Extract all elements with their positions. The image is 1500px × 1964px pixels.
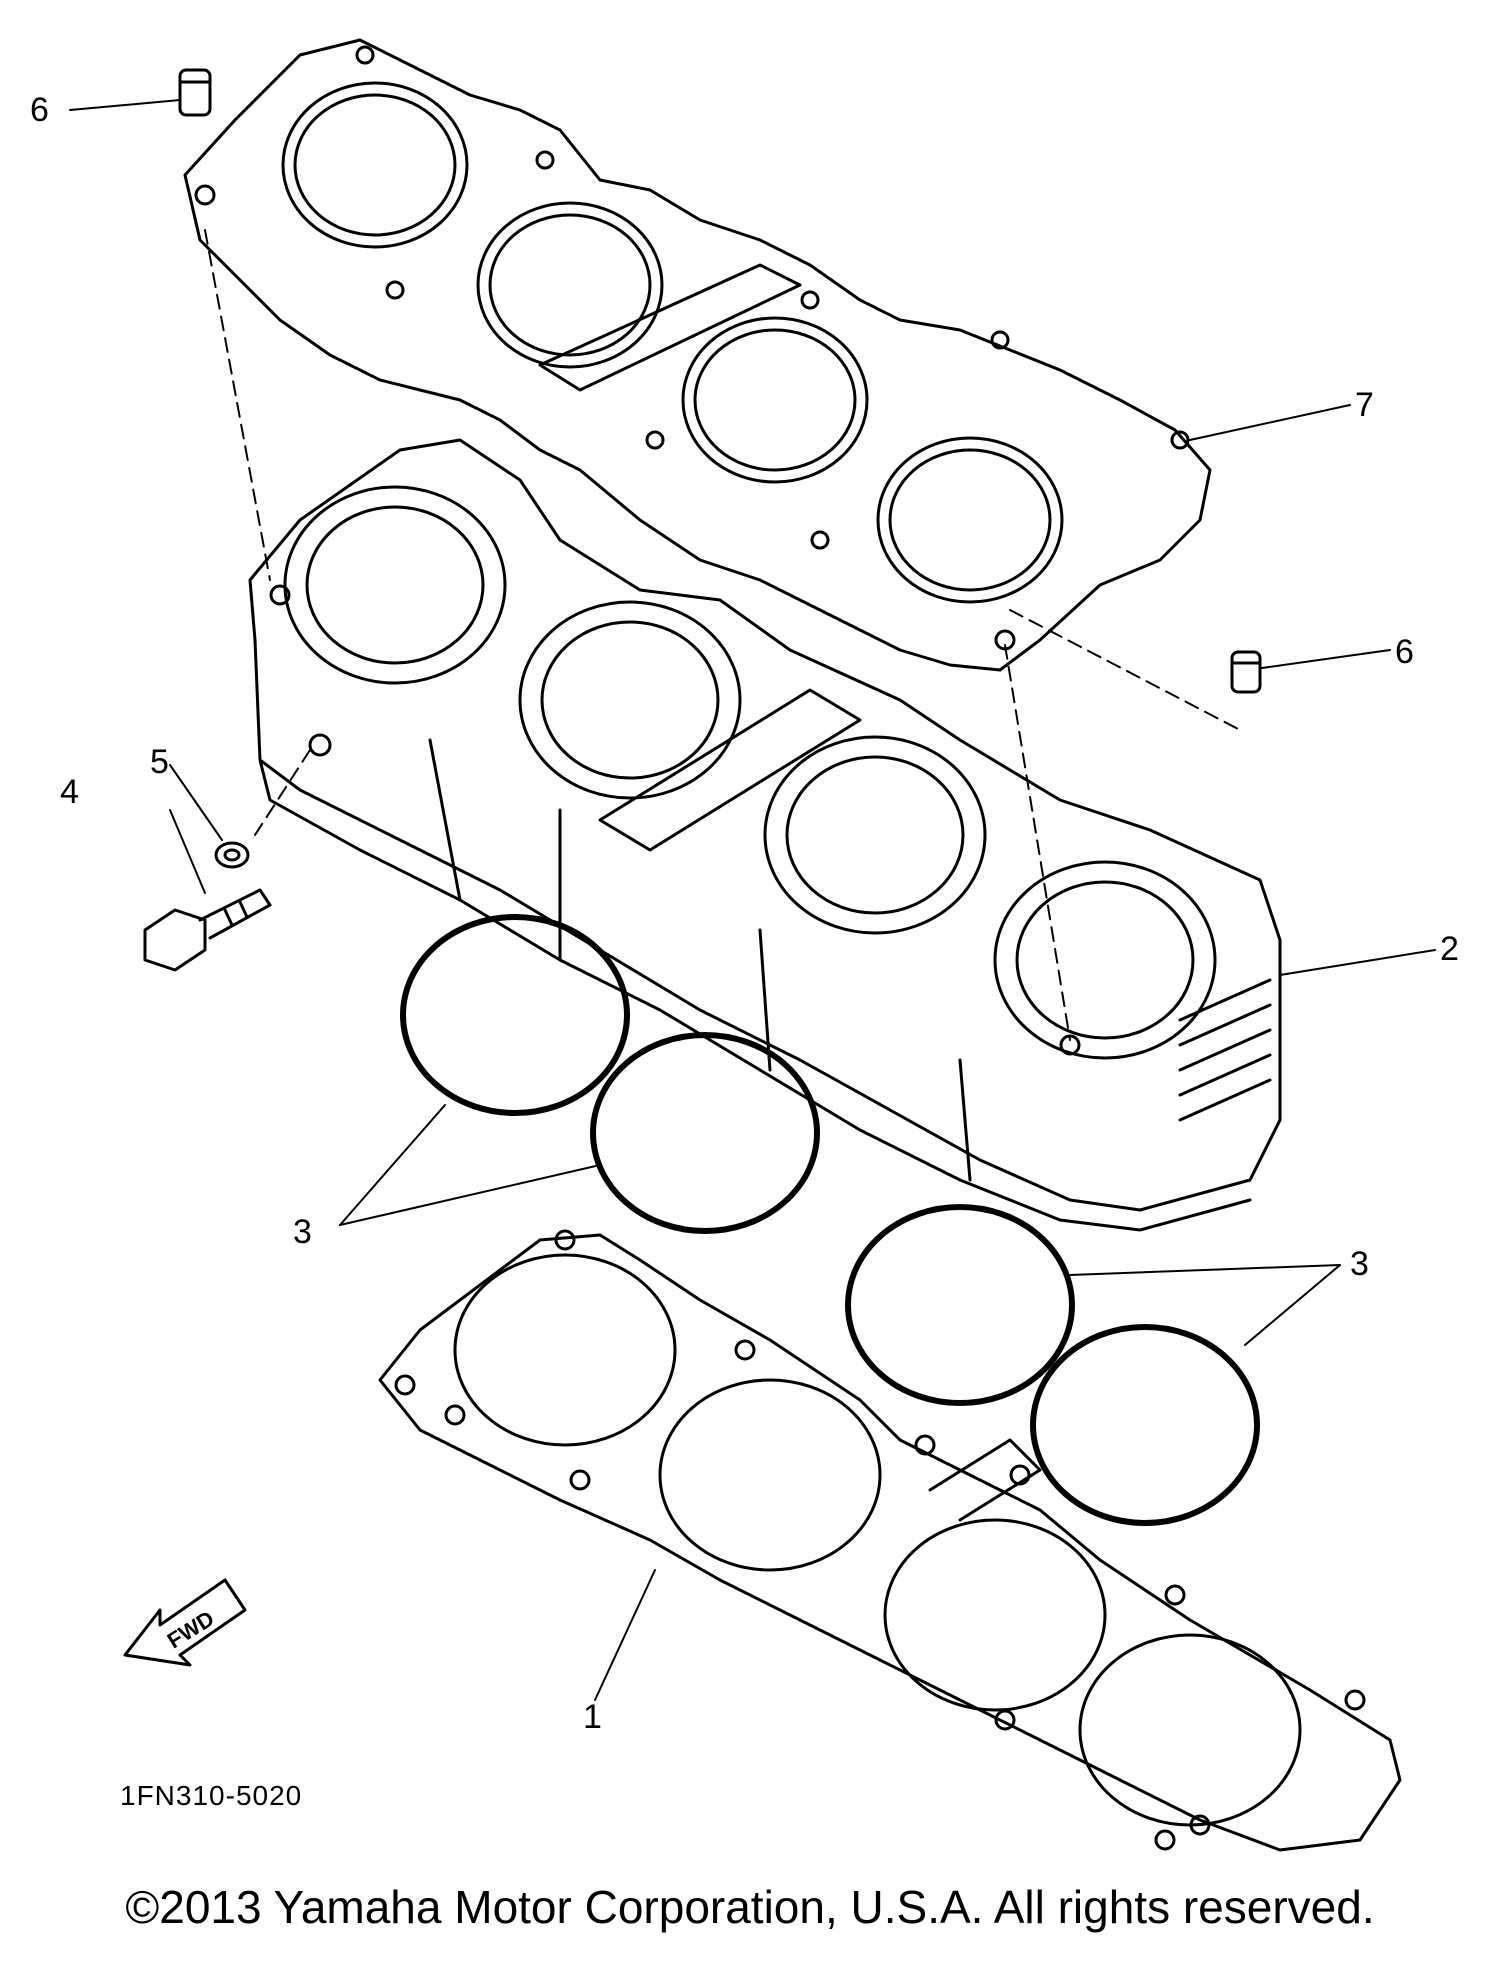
leader-lines (69, 99, 1436, 1701)
callout-2: 2 (1440, 930, 1459, 968)
callout-6-right: 6 (1395, 633, 1414, 671)
bore-ring-2 (476, 201, 664, 369)
diagram-part-code: 1FN310-5020 (120, 1780, 303, 1811)
cylinder-bore-1 (283, 485, 507, 685)
bore-ring-4 (876, 436, 1064, 604)
o-ring-2 (590, 1032, 820, 1234)
callout-7: 7 (1355, 386, 1374, 424)
gasket-bore-2 (658, 1378, 882, 1572)
bore-ring-1 (281, 81, 469, 249)
cylinder-bore-4 (993, 860, 1217, 1060)
callout-1: 1 (583, 1698, 602, 1736)
forward-arrow-icon: FWD (123, 1578, 247, 1667)
callout-4: 4 (60, 773, 79, 811)
o-ring-3 (845, 1204, 1075, 1406)
bore-ring-3 (681, 316, 869, 484)
head-gasket-part-7 (183, 38, 1212, 672)
gasket-bore-4 (1078, 1633, 1302, 1827)
base-gasket-part-1 (378, 1229, 1402, 1852)
washer-part-5 (214, 841, 250, 869)
callout-6-top: 6 (30, 91, 49, 129)
callout-3-right: 3 (1350, 1245, 1369, 1283)
o-rings-part-3 (400, 914, 1260, 1526)
dowel-pin-right (1230, 650, 1262, 694)
cylinder-bore-2 (518, 600, 742, 800)
bolt-part-4 (143, 888, 272, 972)
o-ring-4 (1030, 1324, 1260, 1526)
gasket-bore-3 (883, 1518, 1107, 1712)
gasket-bore-1 (453, 1253, 677, 1447)
callout-5: 5 (150, 743, 169, 781)
copyright-notice: ©2013 Yamaha Motor Corporation, U.S.A. A… (125, 1881, 1375, 1933)
cylinder-block-part-2 (248, 438, 1282, 1232)
callout-3-left: 3 (293, 1213, 312, 1251)
dowel-pin-top-left (178, 68, 212, 117)
o-ring-1 (400, 914, 630, 1116)
alignment-lines (204, 229, 1241, 1041)
cylinder-bore-3 (763, 735, 987, 935)
